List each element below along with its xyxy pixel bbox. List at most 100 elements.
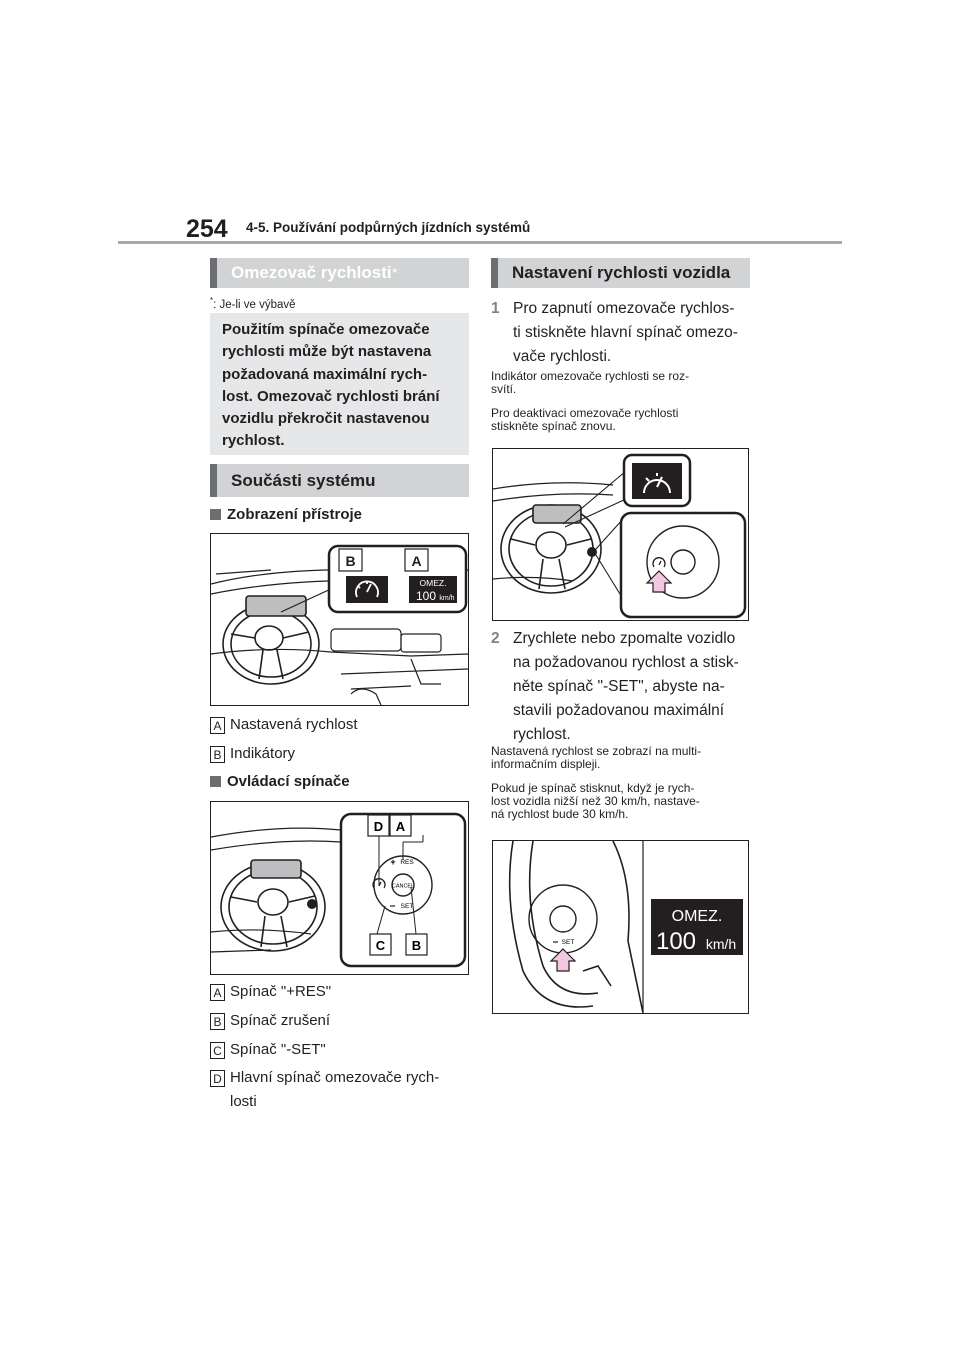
subheading-text: Ovládací spínače	[227, 773, 350, 790]
indicator-screen	[346, 576, 388, 603]
figure-main-switch	[492, 448, 749, 621]
legend-text: Hlavní spínač omezovače rych-losti	[230, 1066, 439, 1114]
section-banner-components: Součásti systému	[210, 464, 469, 497]
subheading-display: Zobrazení přístroje	[210, 506, 362, 523]
square-bullet-icon	[210, 776, 221, 787]
legend-key: B	[210, 1013, 225, 1030]
step-line: rychlost.	[513, 726, 571, 743]
legend-key: A	[210, 984, 225, 1001]
legend-item: A Spínač "+RES"	[210, 983, 331, 1004]
footnote: *: Je-li ve výbavě	[210, 296, 296, 311]
label-box-B	[405, 933, 428, 956]
speed-limiter-indicator-icon	[355, 580, 379, 598]
switch-location-dot	[307, 899, 317, 909]
intro-line: Použitím spínače omezovače	[222, 321, 430, 338]
square-bullet-icon	[210, 509, 221, 520]
press-arrow-icon	[549, 948, 577, 972]
footnote-text: : Je-li ve výbavě	[213, 298, 296, 311]
steering-wheel-illustration	[493, 453, 747, 619]
legend-item: B Spínač zrušení	[210, 1012, 330, 1033]
section-banner-setting-speed: Nastavení rychlosti vozidla	[491, 258, 750, 288]
label-C: C	[376, 938, 386, 953]
step-1: 1 Pro zapnutí omezovače rychlos- ti stis…	[491, 297, 756, 369]
label-box-A	[404, 548, 429, 572]
legend-text: Spínač zrušení	[230, 1012, 331, 1029]
multi-info-display	[651, 899, 743, 955]
step-text: Pro zapnutí omezovače rychlos- ti stiskn…	[513, 297, 738, 369]
speed-value: 100	[416, 589, 436, 603]
callout-line	[564, 498, 627, 528]
step-2: 2 Zrychlete nebo zpomalte vozidlo na pož…	[491, 627, 756, 747]
note-line: Nastavená rychlost se zobrazí na multi-	[491, 744, 702, 758]
step-line: ti stiskněte hlavní spínač omezo-	[513, 324, 738, 341]
legend-text-line: Hlavní spínač omezovače rych-	[230, 1069, 440, 1086]
step-text: Zrychlete nebo zpomalte vozidlo na požad…	[513, 627, 739, 747]
page-number: 254	[186, 215, 228, 243]
intro-box: Použitím spínače omezovače rychlosti můž…	[210, 313, 469, 455]
note-line: Pokud je spínač stisknut, když je rych-	[491, 781, 695, 795]
speed-unit: km/h	[439, 595, 454, 602]
label-B: B	[345, 553, 355, 569]
callout-line	[562, 470, 627, 525]
banner-title: Součásti systému	[231, 470, 376, 490]
figure-set-switch: SET OMEZ. 100 km/h	[492, 840, 749, 1014]
legend-key: B	[210, 746, 225, 763]
leader-lines	[376, 835, 424, 935]
set-switch-illustration: SET OMEZ. 100 km/h	[508, 841, 743, 1013]
note-line: ná rychlost bude 30 km/h.	[491, 807, 629, 821]
center-button	[549, 905, 577, 933]
note-line: informačním displeji.	[491, 757, 601, 771]
legend-text: Indikátory	[230, 745, 296, 762]
step-number: 1	[491, 300, 500, 317]
callout-line	[595, 554, 624, 600]
header-rule	[118, 241, 842, 244]
omez-text: OMEZ.	[672, 908, 723, 925]
legend-item: A Nastavená rychlost	[210, 716, 358, 737]
set-text: SET	[562, 939, 575, 946]
step-line: Zrychlete nebo zpomalte vozidlo	[513, 630, 736, 647]
legend-item: B Indikátory	[210, 745, 295, 766]
chapter-title: 4-5. Používání podpůrných jízdních systé…	[246, 220, 531, 235]
step-line: vače rychlosti.	[513, 348, 612, 365]
speed-limiter-indicator-icon	[643, 473, 671, 494]
note-line: stiskněte spínač znovu.	[491, 419, 616, 433]
callout-line	[595, 518, 624, 550]
intro-line: rychlosti může být nastavena	[222, 343, 432, 361]
omez-text: OMEZ.	[420, 578, 447, 588]
section-banner-speed-limiter: Omezovač rychlosti*	[210, 258, 469, 288]
legend-text: Nastavená rychlost	[230, 716, 358, 733]
label-box-D	[367, 814, 390, 837]
dashboard-illustration: B A OMEZ. 100 km/h	[211, 544, 468, 705]
limiter-switch-icon	[652, 557, 666, 568]
cancel-button	[391, 873, 415, 897]
intro-line: požadovaná maximální rych-	[222, 365, 428, 383]
note-line: lost vozidla nižší než 30 km/h, nastave-	[491, 794, 700, 808]
legend-key: C	[210, 1042, 225, 1059]
step-number: 2	[491, 630, 500, 647]
step-line: Pro zapnutí omezovače rychlos-	[513, 300, 735, 317]
legend-text: Spínač "+RES"	[230, 983, 332, 1000]
note: Nastavená rychlost se zobrazí na multi-i…	[491, 745, 701, 771]
set-speed-screen	[409, 576, 457, 603]
step-line: něte spínač "-SET", abyste na-	[513, 678, 725, 695]
banner-asterisk: *	[392, 267, 397, 279]
legend-text-line: losti	[230, 1093, 257, 1110]
plus-sign: +	[390, 857, 395, 867]
intro-line: vozidlu překročit nastavenou	[222, 410, 430, 428]
cancel-text: CANCEL	[392, 884, 414, 890]
note-line: Pro deaktivaci omezovače rychlosti	[491, 406, 679, 420]
set-text: SET	[401, 903, 414, 910]
intro-line: rychlost.	[222, 432, 285, 450]
subheading-text: Zobrazení přístroje	[227, 506, 363, 523]
label-D: D	[374, 819, 383, 834]
label-A: A	[396, 819, 406, 834]
label-B: B	[412, 938, 421, 953]
step-line: na požadovanou rychlost a stisk-	[513, 654, 739, 671]
label-A: A	[411, 553, 421, 569]
legend-key: A	[210, 717, 225, 734]
center-button	[670, 549, 696, 575]
note-line: Indikátor omezovače rychlosti se roz-	[491, 369, 690, 383]
speed-value: 100	[656, 928, 696, 955]
